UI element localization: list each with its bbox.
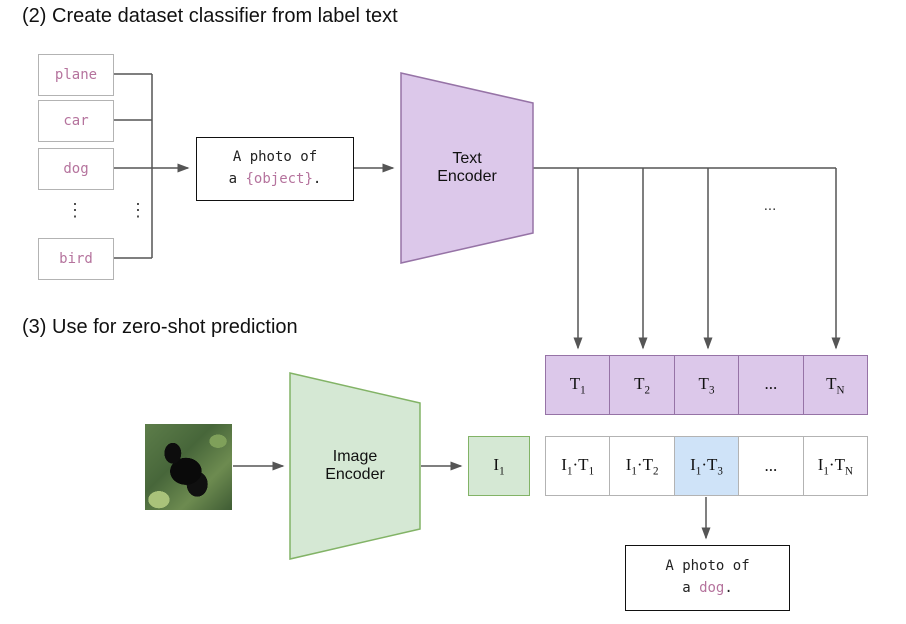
similarity-row: I1·T1 I1·T2 I1·T3 ... I1·TN — [545, 436, 868, 496]
sim-i1t1-cell: I1·T1 — [546, 437, 610, 495]
result-line2: a dog. — [682, 580, 733, 596]
label-box-dog: dog — [38, 148, 114, 190]
sim-i1tn-cell: I1·TN — [802, 437, 868, 495]
bracket-vertical-ellipsis: ⋮ — [129, 200, 147, 220]
label-box-plane: plane — [38, 54, 114, 96]
sim-ellipsis-cell: ... — [738, 437, 803, 495]
text-embedding-row: T1 T2 T3 ... TN — [545, 355, 868, 415]
t2-cell: T2 — [609, 356, 674, 414]
prompt-line2: a {object}. — [228, 171, 322, 187]
t1-cell: T1 — [546, 356, 610, 414]
label-bracket-lines — [112, 73, 153, 259]
image-encoder-label: Image Encoder — [325, 448, 385, 483]
result-object: dog — [699, 580, 725, 596]
sim-i1t3-cell-highlighted: I1·T3 — [673, 437, 739, 495]
text-encoder-label: Text Encoder — [437, 150, 497, 185]
section2-title: (2) Create dataset classifier from label… — [22, 5, 398, 27]
label-box-car: car — [38, 100, 114, 142]
sim-i1t2-cell: I1·T2 — [609, 437, 674, 495]
t3-cell: T3 — [673, 356, 739, 414]
label-text: dog — [63, 161, 89, 177]
input-dog-photo — [145, 424, 232, 510]
section3-title: (3) Use for zero-shot prediction — [22, 316, 298, 338]
prediction-result-box: A photo of a dog. — [625, 545, 790, 611]
label-box-bird: bird — [38, 238, 114, 280]
i1-embedding-cell: I1 — [468, 436, 530, 496]
encoder-output-ellipsis: ... — [763, 197, 777, 214]
tn-cell: TN — [802, 356, 868, 414]
label-text: bird — [59, 251, 93, 267]
label-text: plane — [54, 67, 98, 83]
prompt-line1: A photo of — [232, 149, 318, 166]
labels-vertical-ellipsis: ⋮ — [66, 200, 84, 220]
t-ellipsis-cell: ... — [738, 356, 803, 414]
prompt-template-box: A photo of a {object}. — [196, 137, 354, 201]
result-line1: A photo of — [665, 558, 750, 575]
label-text: car — [63, 113, 89, 129]
prompt-object-placeholder: {object} — [245, 171, 313, 187]
